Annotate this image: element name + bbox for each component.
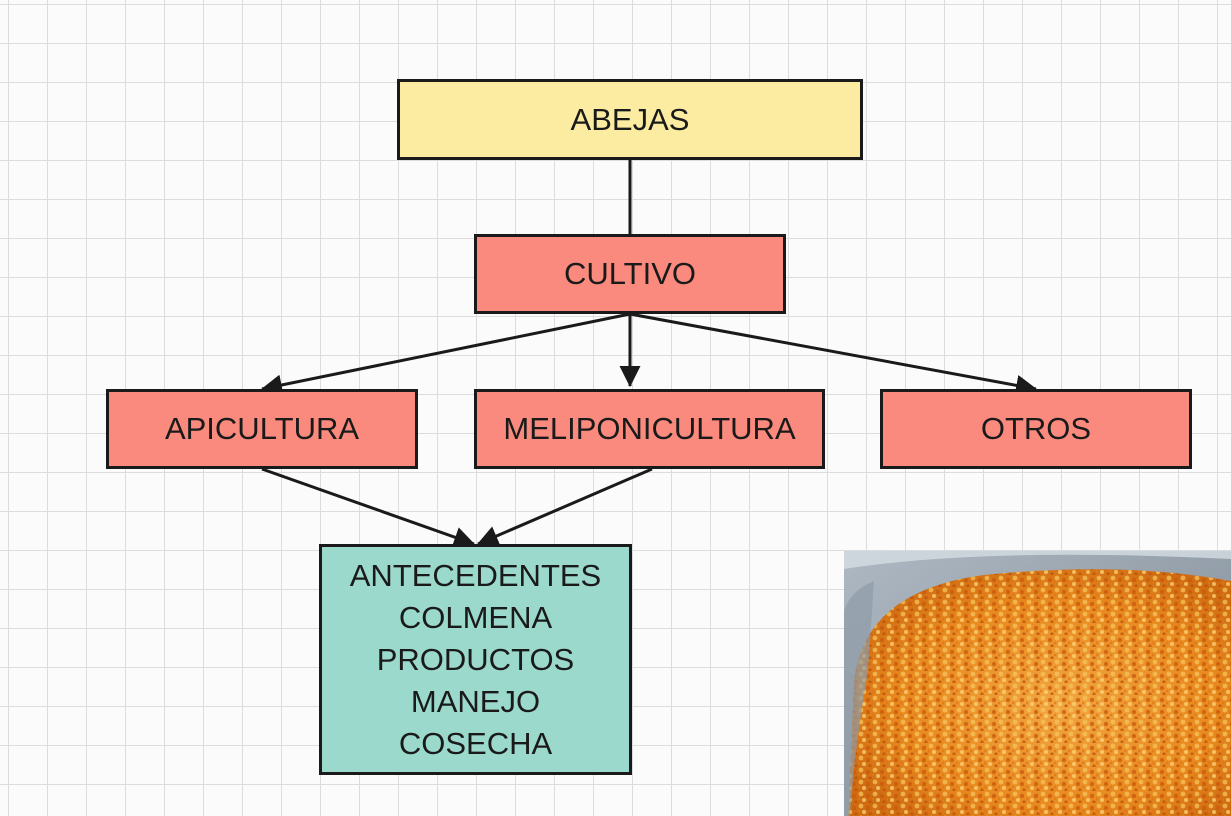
node-abejas-label: ABEJAS <box>570 101 690 137</box>
topic-cosecha: COSECHA <box>398 725 553 761</box>
node-cultivo-label: CULTIVO <box>563 256 697 291</box>
node-otros: OTROS <box>880 389 1192 469</box>
edge-cultivo-apicultura <box>260 312 631 396</box>
topic-productos: PRODUCTOS <box>376 641 575 677</box>
node-apicultura-label: APICULTURA <box>164 411 360 446</box>
edge-cultivo-otros <box>629 312 1038 396</box>
edge-apicultura-topics <box>261 467 475 548</box>
node-abejas: ABEJAS <box>397 79 863 160</box>
node-apicultura: APICULTURA <box>106 389 418 469</box>
topic-antecedentes: ANTECEDENTES <box>349 557 602 593</box>
node-topics: ANTECEDENTES COLMENA PRODUCTOS MANEJO CO… <box>319 544 632 775</box>
topic-manejo: MANEJO <box>410 683 541 719</box>
topic-colmena: COLMENA <box>398 599 553 635</box>
node-otros-label: OTROS <box>980 411 1092 446</box>
node-cultivo: CULTIVO <box>474 234 786 314</box>
node-meliponicultura: MELIPONICULTURA <box>474 389 825 469</box>
edge-meliponicultura-topics <box>477 467 653 546</box>
node-meliponicultura-label: MELIPONICULTURA <box>503 411 796 446</box>
bee-pollen-photo <box>844 551 1231 816</box>
